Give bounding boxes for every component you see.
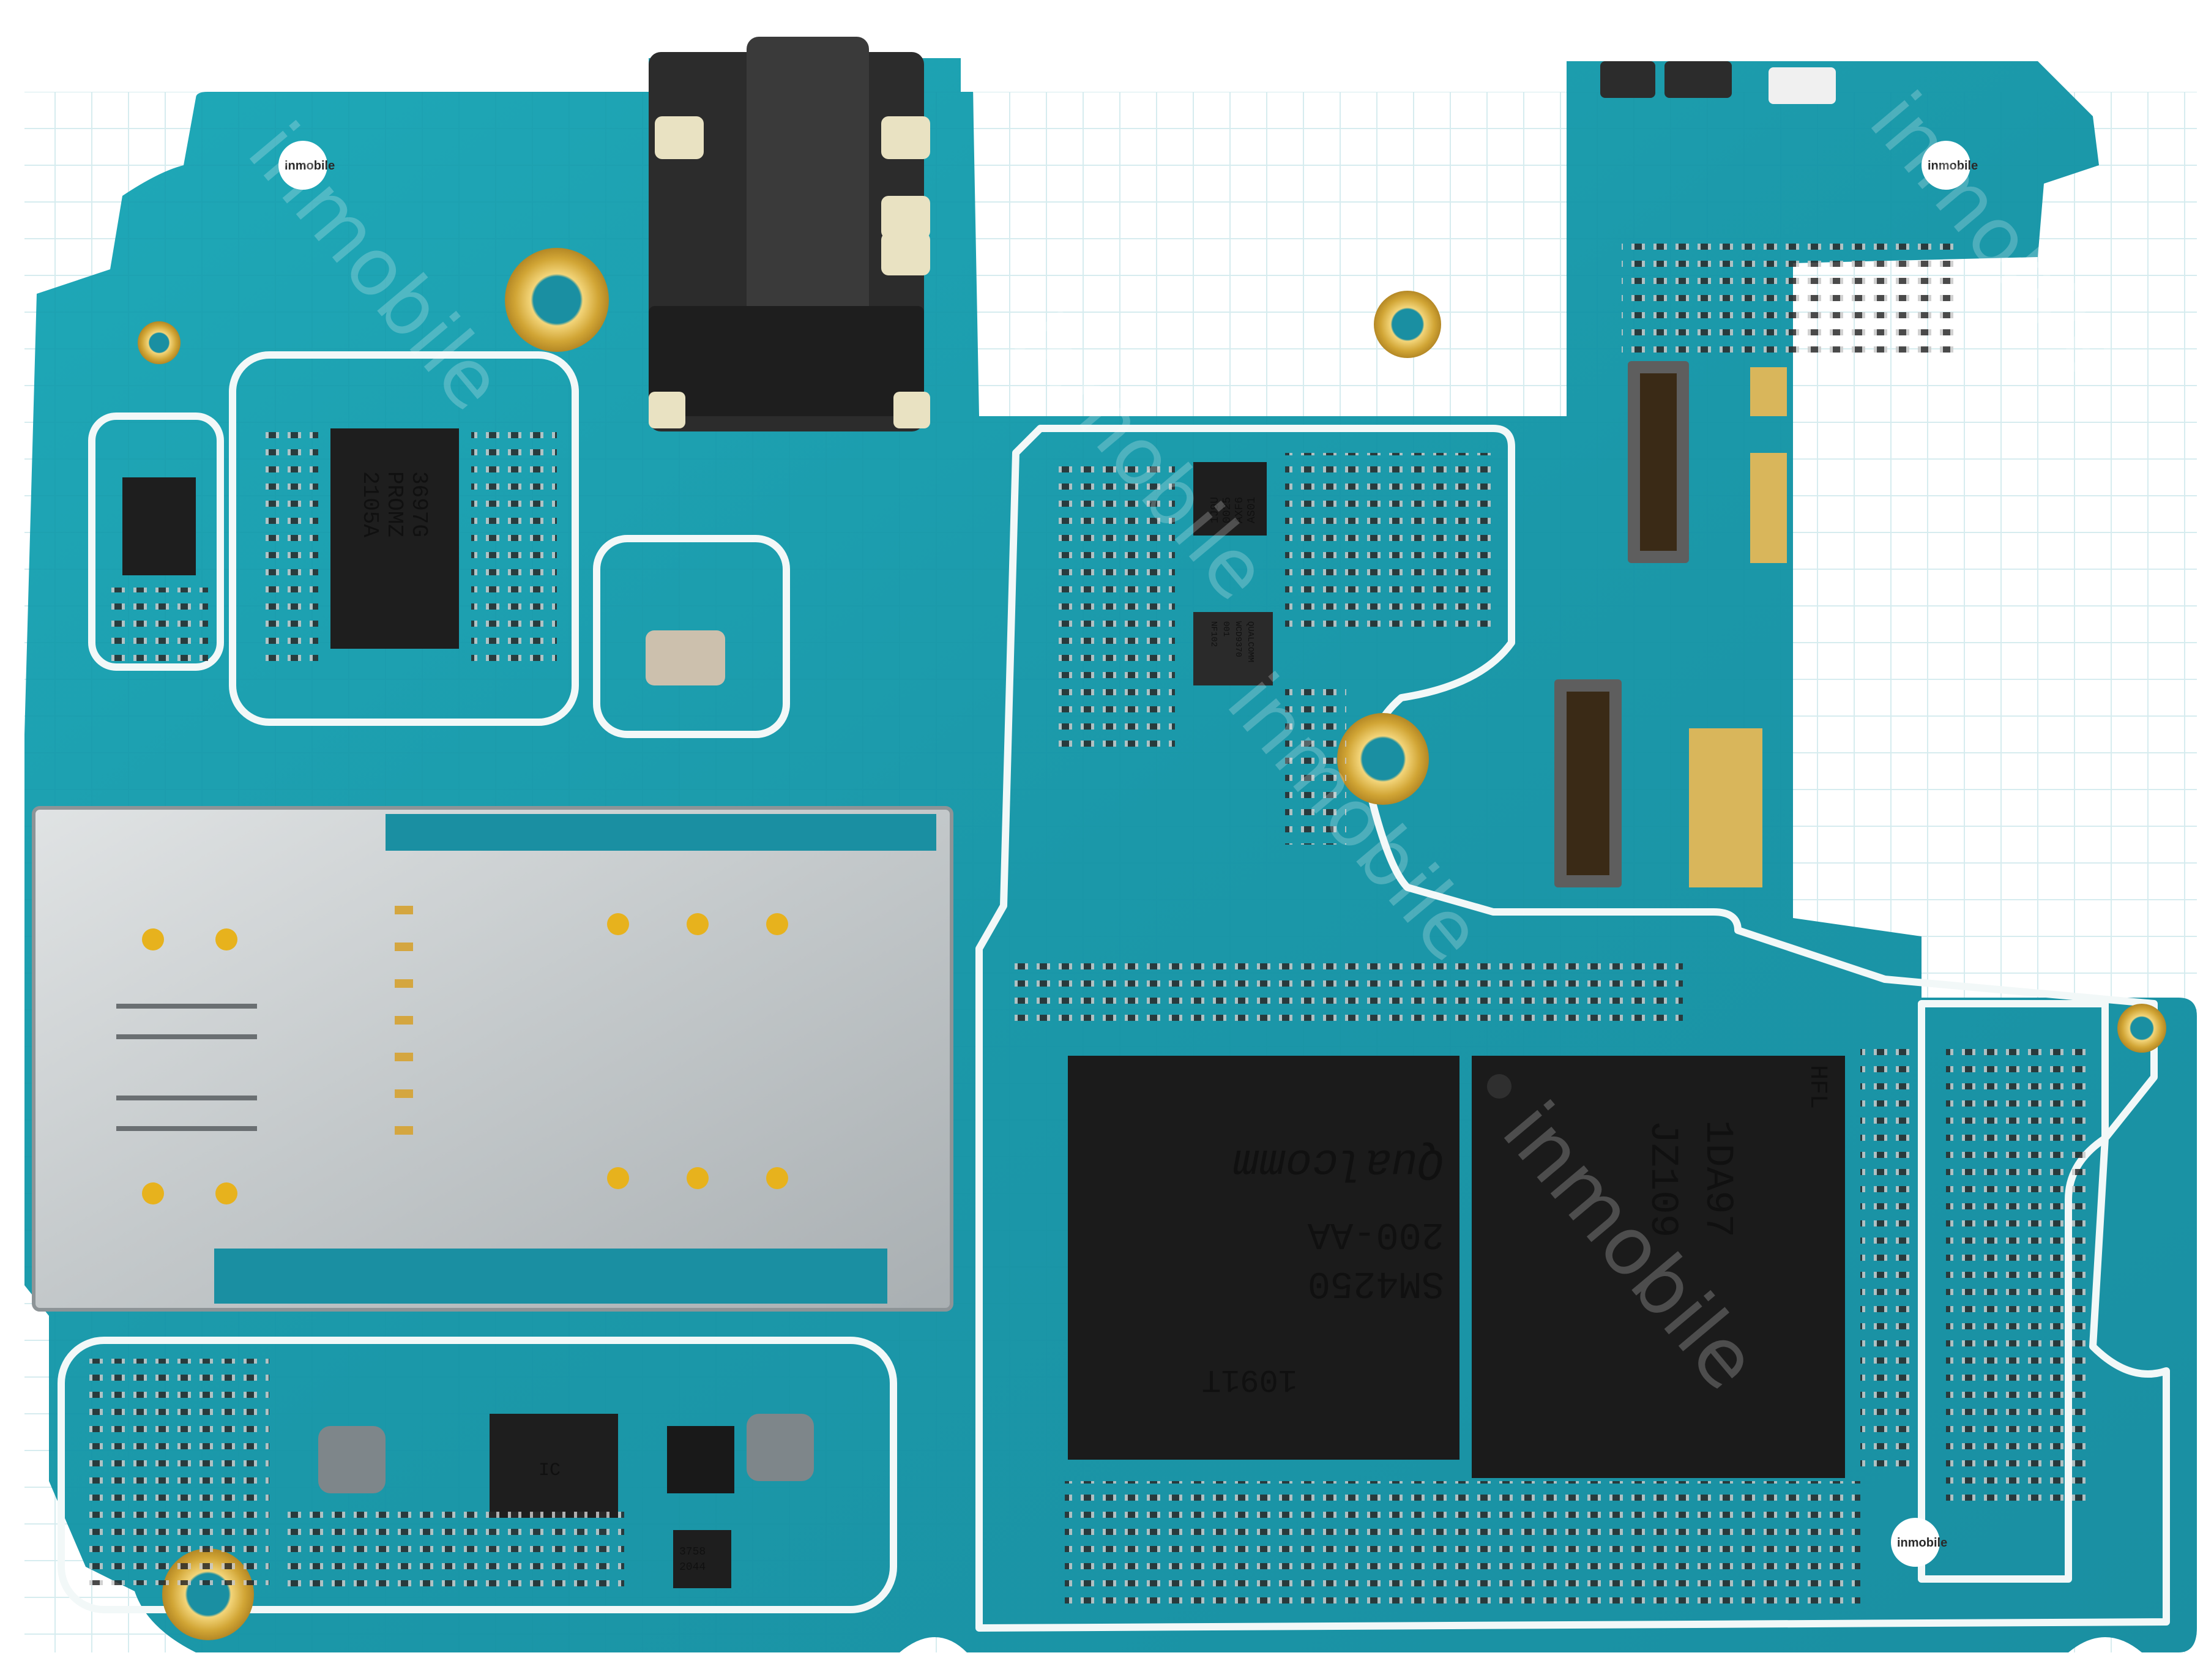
watermark-badge-top-left: inmobile (278, 141, 335, 190)
svg-text:inmobile: inmobile (1928, 159, 1978, 173)
memory-line2: JZ109 (1640, 1120, 1684, 1238)
power-ic-bottom: IC 3758 2044 (490, 1414, 731, 1588)
svg-text:inmobile: inmobile (285, 159, 335, 173)
left-ic-line1: 3697G (406, 471, 431, 537)
wifi-line2: 0025 (1221, 497, 1234, 523)
codec-line1: QUALCOMM (1245, 621, 1255, 662)
svg-text:inmobile: inmobile (1897, 1536, 1947, 1550)
soc-line2: 200-AA (1307, 1212, 1444, 1256)
soc-line1: SM4250 (1308, 1261, 1444, 1305)
codec-line3: 001 (1221, 621, 1231, 637)
codec-line4: NF102 (1209, 621, 1218, 647)
flex-connectors (1554, 361, 1689, 887)
charger-ic-label: IC (539, 1460, 561, 1481)
codec-line2: WCD9370 (1233, 621, 1243, 657)
audio-codec-chip: QUALCOMM WCD9370 001 NF102 (1193, 612, 1273, 685)
soc-chip: 1091T SM4250 200-AA Qualcomm (1068, 1056, 1459, 1460)
left-ic-line3: 2105A (357, 471, 382, 537)
bottom-ic-line2: 2044 (679, 1561, 706, 1574)
memory-chip: 1DA97 JZ109 HFL (1472, 1056, 1845, 1478)
inductors (318, 630, 814, 1493)
soc-brand: Qualcomm (1232, 1137, 1444, 1187)
passive-components (86, 233, 2093, 1610)
wifi-line4: AS01 (1246, 497, 1258, 523)
left-module-chip: 3697G PROMZ 2105A (330, 428, 459, 649)
wifi-module-chip: 1J9U 0025 AXF6 AS01 (1193, 462, 1267, 536)
soc-top-code: 1091T (1202, 1361, 1297, 1397)
left-ic-line2: PROMZ (382, 471, 407, 537)
memory-side-code: HFL (1803, 1065, 1831, 1109)
gold-pads (1689, 367, 1787, 887)
watermark-badge-top-right: inmobile (1922, 141, 1978, 190)
sensor-area (1600, 61, 1836, 104)
small-ic-left (122, 477, 196, 575)
sim-card-slot (32, 806, 953, 1312)
memory-line1: 1DA97 (1695, 1120, 1739, 1238)
audio-jack (649, 37, 930, 431)
wifi-line3: AXF6 (1234, 497, 1246, 523)
watermark-badge-bottom-right: inmobile (1891, 1518, 1947, 1567)
wifi-line1: 1J9U (1209, 497, 1221, 523)
watermark-badges: inmobile inmobile inmobile (278, 141, 1978, 1567)
bottom-ic-line1: 3758 (679, 1546, 706, 1558)
